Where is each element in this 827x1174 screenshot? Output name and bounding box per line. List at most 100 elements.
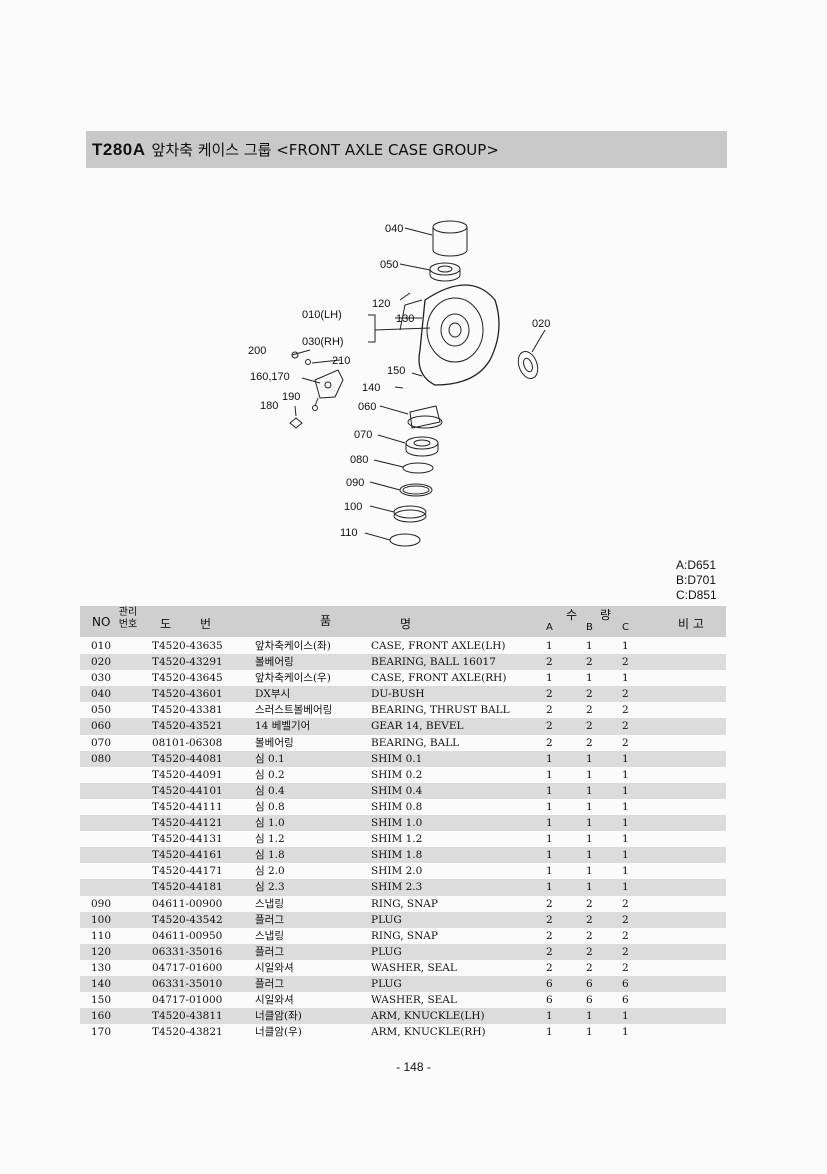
row-no: 060 — [91, 720, 112, 733]
header-col-c: C — [622, 622, 629, 633]
row-qty-a: 1 — [546, 752, 553, 765]
row-korean-name: DX부시 — [255, 688, 291, 701]
row-english-name: SHIM 1.2 — [371, 833, 423, 846]
diagram-label-010: 010(LH) — [302, 309, 342, 321]
row-qty-a: 1 — [546, 865, 553, 878]
row-part-number: 08101-06308 — [152, 736, 223, 749]
row-english-name: SHIM 1.0 — [371, 817, 423, 830]
row-qty-b: 1 — [586, 768, 593, 781]
row-no: 050 — [91, 704, 112, 717]
row-korean-name: 심 0.8 — [255, 800, 285, 813]
header-no: NO — [92, 615, 111, 629]
diagram-label-090: 090 — [346, 477, 364, 489]
row-english-name: RING, SNAP — [371, 929, 438, 942]
row-part-number: T4520-43821 — [152, 1026, 223, 1039]
row-qty-b: 1 — [586, 672, 593, 685]
row-korean-name: 너클암(좌) — [255, 1010, 302, 1023]
row-no: 120 — [91, 945, 112, 958]
row-korean-name: 앞차축케이스(우) — [255, 672, 331, 685]
row-part-number: T4520-44091 — [152, 768, 223, 781]
row-qty-a: 2 — [546, 961, 553, 974]
row-english-name: ARM, KNUCKLE(LH) — [371, 1010, 485, 1023]
row-qty-a: 1 — [546, 1010, 553, 1023]
row-korean-name: 볼베어링 — [255, 736, 294, 749]
row-english-name: GEAR 14, BEVEL — [371, 720, 464, 733]
row-qty-b: 6 — [586, 977, 593, 990]
row-english-name: BEARING, BALL 16017 — [371, 656, 496, 669]
row-qty-b: 1 — [586, 849, 593, 862]
row-part-number: T4520-44131 — [152, 833, 223, 846]
row-qty-b: 2 — [586, 961, 593, 974]
row-part-number: 04611-00950 — [152, 929, 223, 942]
row-qty-a: 1 — [546, 881, 553, 894]
model-legend: A:D651 B:D701 C:D851 — [676, 558, 717, 603]
row-qty-a: 6 — [546, 994, 553, 1007]
row-qty-c: 1 — [622, 833, 629, 846]
row-qty-c: 1 — [622, 672, 629, 685]
row-part-number: T4520-44181 — [152, 881, 223, 894]
row-part-number: T4520-44121 — [152, 817, 223, 830]
row-english-name: ARM, KNUCKLE(RH) — [371, 1026, 486, 1039]
row-qty-a: 1 — [546, 672, 553, 685]
row-part-number: 06331-35016 — [152, 945, 223, 958]
row-korean-name: 플러그 — [255, 945, 284, 958]
row-qty-b: 2 — [586, 913, 593, 926]
diagram-label-140: 140 — [362, 382, 380, 394]
row-qty-c: 1 — [622, 849, 629, 862]
page-number: - 148 - — [396, 1060, 431, 1074]
diagram-label-040: 040 — [385, 223, 403, 235]
row-english-name: SHIM 0.4 — [371, 784, 423, 797]
row-qty-c: 1 — [622, 784, 629, 797]
page-title-bar: T280A 앞차축 케이스 그룹 <FRONT AXLE CASE GROUP> — [86, 131, 727, 168]
row-no: 150 — [91, 994, 112, 1007]
row-english-name: WASHER, SEAL — [371, 961, 457, 974]
row-korean-name: 볼베어링 — [255, 656, 294, 669]
row-part-number: 04611-00900 — [152, 897, 223, 910]
row-qty-b: 2 — [586, 720, 593, 733]
row-qty-c: 6 — [622, 977, 629, 990]
row-qty-b: 6 — [586, 994, 593, 1007]
row-part-number: T4520-43601 — [152, 688, 223, 701]
group-code: T280A — [92, 139, 146, 159]
row-korean-name: 심 2.3 — [255, 881, 285, 894]
header-part-no-b: 번 — [200, 617, 212, 631]
row-qty-c: 6 — [622, 994, 629, 1007]
row-korean-name: 스냅링 — [255, 929, 284, 942]
row-qty-a: 2 — [546, 945, 553, 958]
row-qty-a: 2 — [546, 720, 553, 733]
row-english-name: SHIM 0.1 — [371, 752, 423, 765]
diagram-label-120: 120 — [372, 298, 390, 310]
diagram-label-110: 110 — [340, 527, 358, 539]
row-qty-a: 6 — [546, 977, 553, 990]
row-korean-name: 심 0.2 — [255, 768, 285, 781]
row-english-name: CASE, FRONT AXLE(RH) — [371, 672, 507, 685]
row-qty-b: 1 — [586, 1026, 593, 1039]
row-qty-c: 1 — [622, 752, 629, 765]
row-korean-name: 심 0.1 — [255, 752, 285, 765]
row-qty-b: 2 — [586, 897, 593, 910]
row-no: 130 — [91, 961, 112, 974]
row-no: 100 — [91, 913, 112, 926]
row-qty-a: 1 — [546, 784, 553, 797]
diagram-label-020: 020 — [532, 318, 550, 330]
row-english-name: DU-BUSH — [371, 688, 425, 701]
header-col-b: B — [586, 622, 593, 633]
row-english-name: SHIM 2.0 — [371, 865, 423, 878]
row-qty-a: 2 — [546, 688, 553, 701]
header-remarks: 비 고 — [678, 617, 704, 631]
row-qty-c: 2 — [622, 929, 629, 942]
row-qty-b: 1 — [586, 1010, 593, 1023]
row-no: 070 — [91, 736, 112, 749]
row-english-name: BEARING, THRUST BALL — [371, 704, 510, 717]
row-qty-a: 1 — [546, 640, 553, 652]
row-no: 090 — [91, 897, 112, 910]
diagram-label-030: 030(RH) — [302, 336, 344, 348]
diagram-label-080: 080 — [350, 454, 368, 466]
